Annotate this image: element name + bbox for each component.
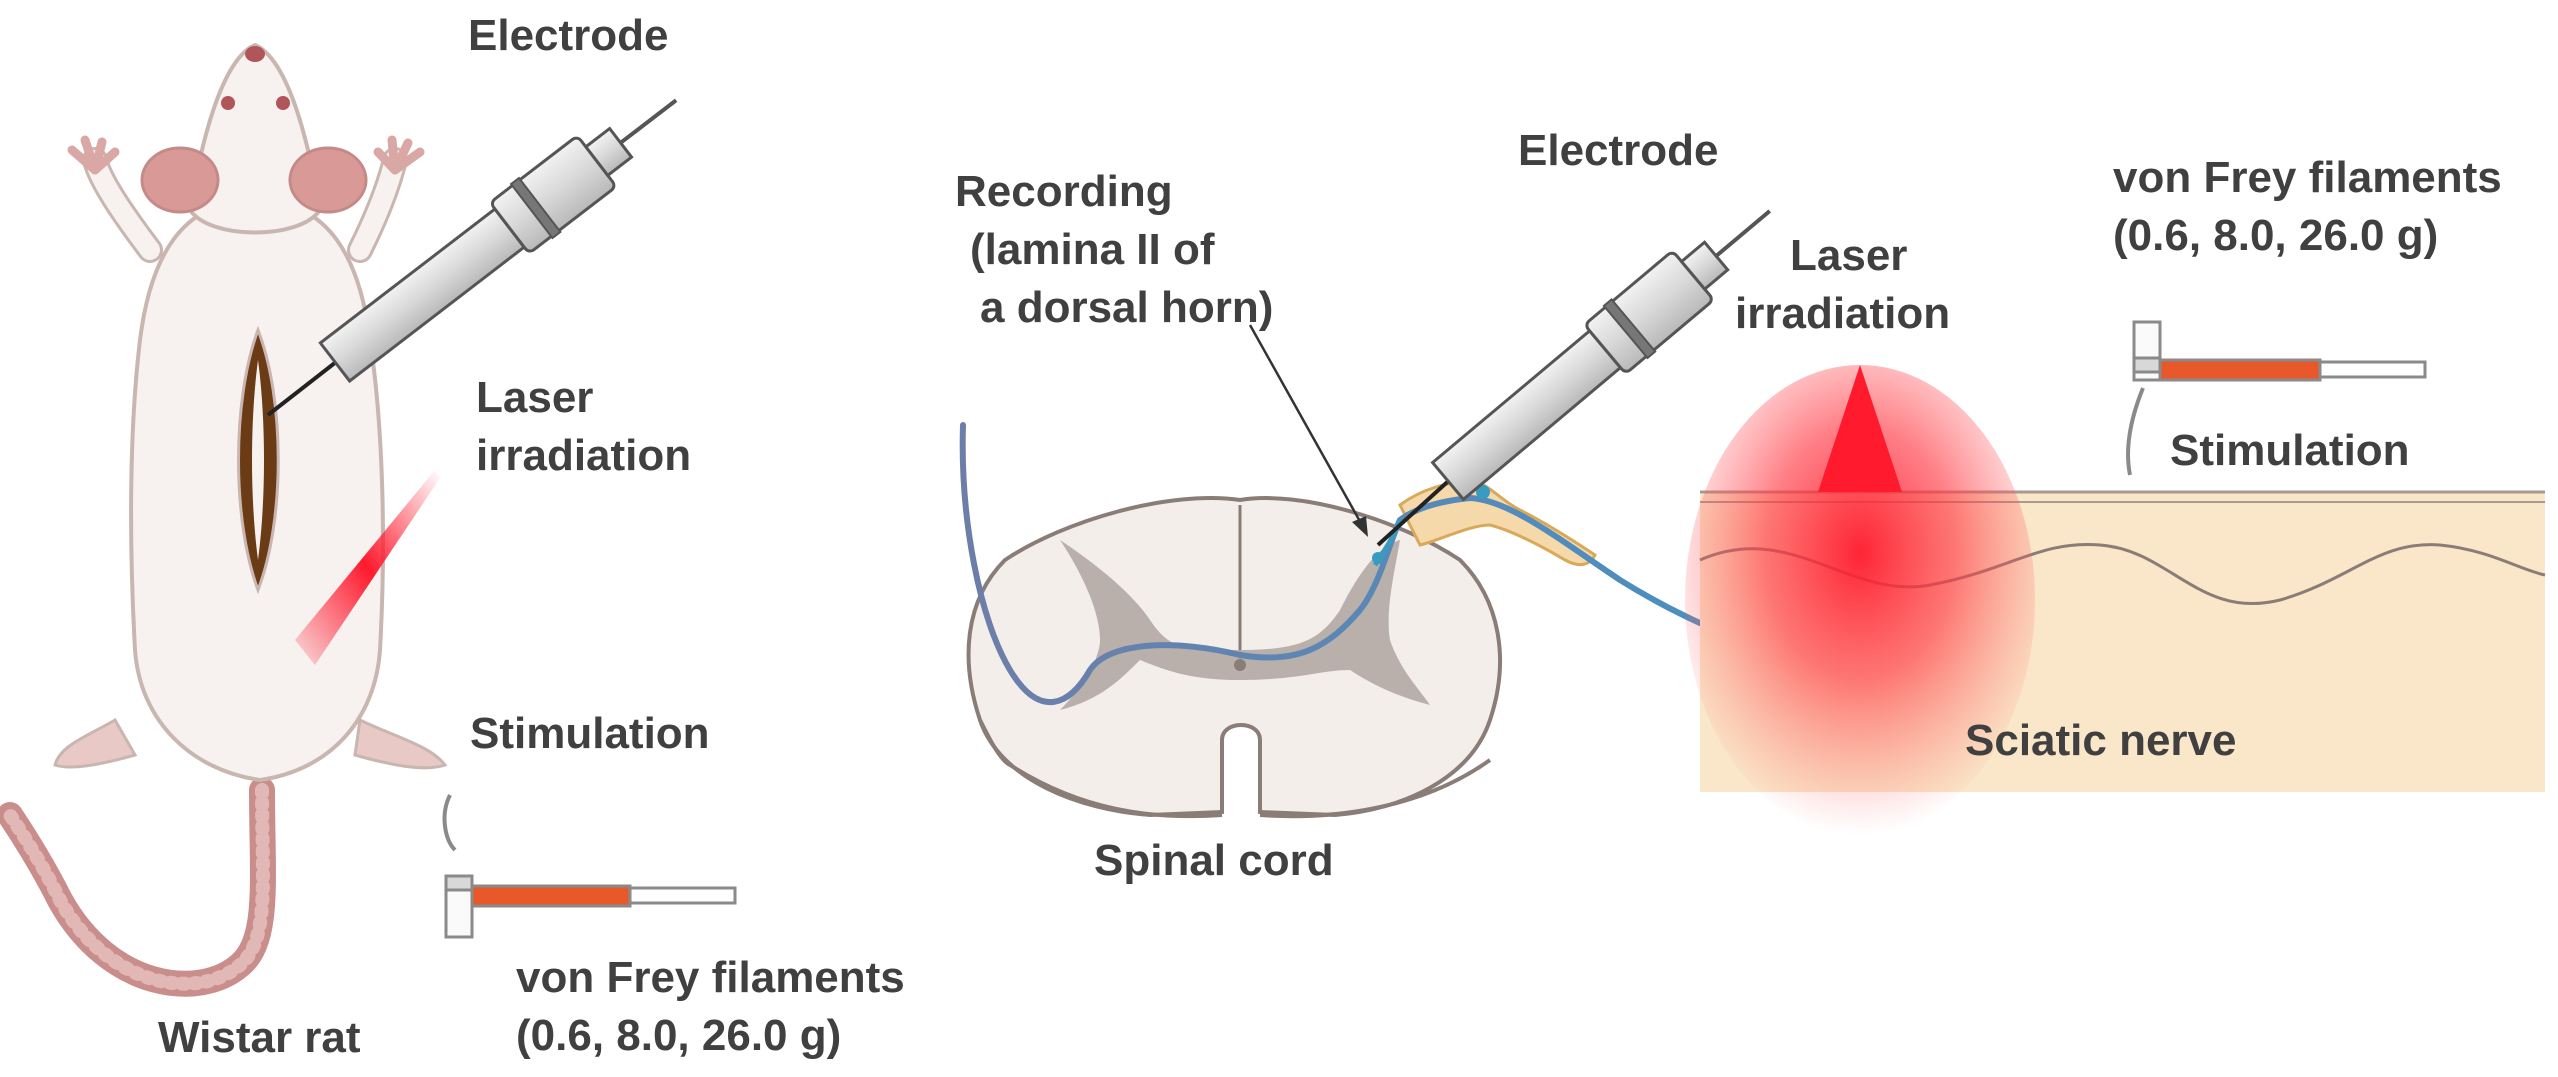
rat-hind-foot-left [53,717,138,769]
label-stimulation-left: Stimulation [470,709,710,758]
rat-eye-left [221,96,235,110]
spinal-cord-illustration [959,422,2173,819]
label-vonfrey-left-line1: von Frey filaments [516,953,905,1002]
label-laser-right-line2: irradiation [1735,289,1950,338]
label-wistar-rat: Wistar rat [158,1013,361,1062]
rat-illustration [0,42,448,997]
label-vonfrey-left-line2: (0.6, 8.0, 26.0 g) [516,1011,841,1060]
grey-matter [1060,540,1430,710]
rat-eye-right [276,96,290,110]
label-electrode-left: Electrode [468,11,669,60]
label-stimulation-right: Stimulation [2170,426,2410,475]
von-frey-filament-right [2126,320,2427,476]
label-sciatic-nerve: Sciatic nerve [1965,716,2237,765]
von-frey-filament-left [442,794,737,939]
label-recording-line1: Recording [955,167,1173,216]
recording-pointer [1248,324,1368,537]
label-recording-line2: (lamina II of [970,225,1215,274]
rat-nose [245,46,265,62]
rat-ear-right [288,146,368,214]
label-laser-right-line1: Laser [1790,231,1907,280]
electrode-left [266,98,678,417]
spinal-cord-base [978,719,1492,819]
rat-hind-foot-right [353,717,448,770]
rat-head [187,42,323,235]
label-vonfrey-right-line1: von Frey filaments [2113,153,2502,202]
rat-hand-left [67,135,120,175]
label-vonfrey-right-line2: (0.6, 8.0, 26.0 g) [2113,211,2438,260]
label-recording-line3: a dorsal horn) [980,283,1273,332]
laser-beam-left [295,470,440,665]
label-laser-left-line1: Laser [476,373,593,422]
label-spinal-cord: Spinal cord [1094,836,1334,885]
laser-glow-right [1685,365,2035,835]
label-electrode-middle: Electrode [1518,126,1719,175]
laser-beam-right [1818,365,1902,492]
rat-hand-right [373,135,425,175]
label-laser-left-line2: irradiation [476,431,691,480]
rat-ear-left [140,146,220,214]
electrode-middle [1376,209,1772,547]
